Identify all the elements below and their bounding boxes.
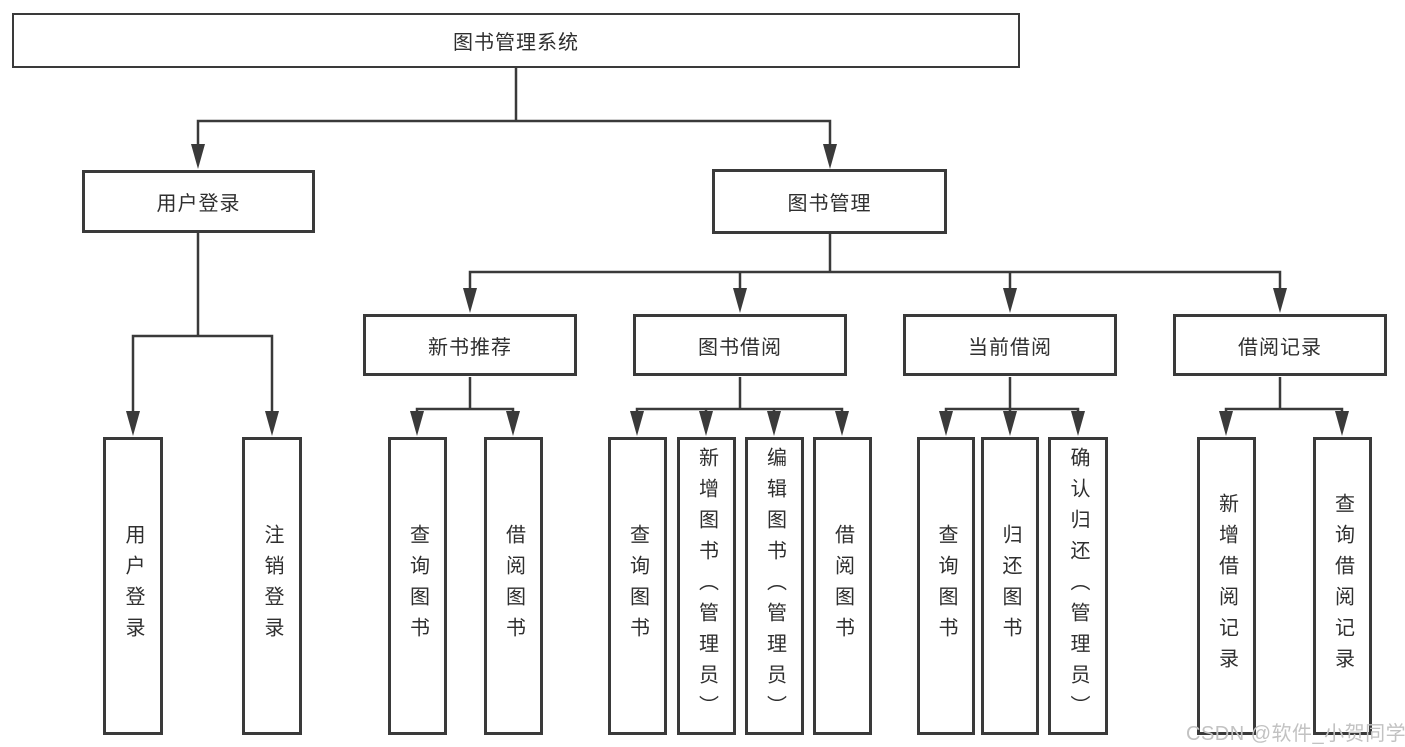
leaf-confirm-return-admin: 确认归还（管理员） [1048, 437, 1108, 735]
node-user-login: 用户登录 [82, 170, 315, 233]
node-root-system: 图书管理系统 [12, 13, 1020, 68]
leaf-borrow-books-recommend: 借阅图书 [484, 437, 543, 735]
leaf-add-books-admin: 新增图书（管理员） [677, 437, 736, 735]
node-borrow-record: 借阅记录 [1173, 314, 1387, 376]
leaf-query-books-recommend: 查询图书 [388, 437, 447, 735]
leaf-borrow-books: 借阅图书 [813, 437, 872, 735]
node-current-borrow: 当前借阅 [903, 314, 1117, 376]
leaf-query-borrow-record: 查询借阅记录 [1313, 437, 1372, 735]
node-book-borrow: 图书借阅 [633, 314, 847, 376]
leaf-add-borrow-record: 新增借阅记录 [1197, 437, 1256, 735]
leaf-logout: 注销登录 [242, 437, 302, 735]
leaf-return-books: 归还图书 [981, 437, 1039, 735]
csdn-watermark: CSDN @软件_小贺同学 [1186, 723, 1405, 745]
leaf-edit-books-admin: 编辑图书（管理员） [745, 437, 804, 735]
leaf-user-login: 用户登录 [103, 437, 163, 735]
node-book-management: 图书管理 [712, 169, 947, 234]
leaf-query-books-borrow: 查询图书 [608, 437, 667, 735]
leaf-query-books-current: 查询图书 [917, 437, 975, 735]
node-new-book-recommend: 新书推荐 [363, 314, 577, 376]
